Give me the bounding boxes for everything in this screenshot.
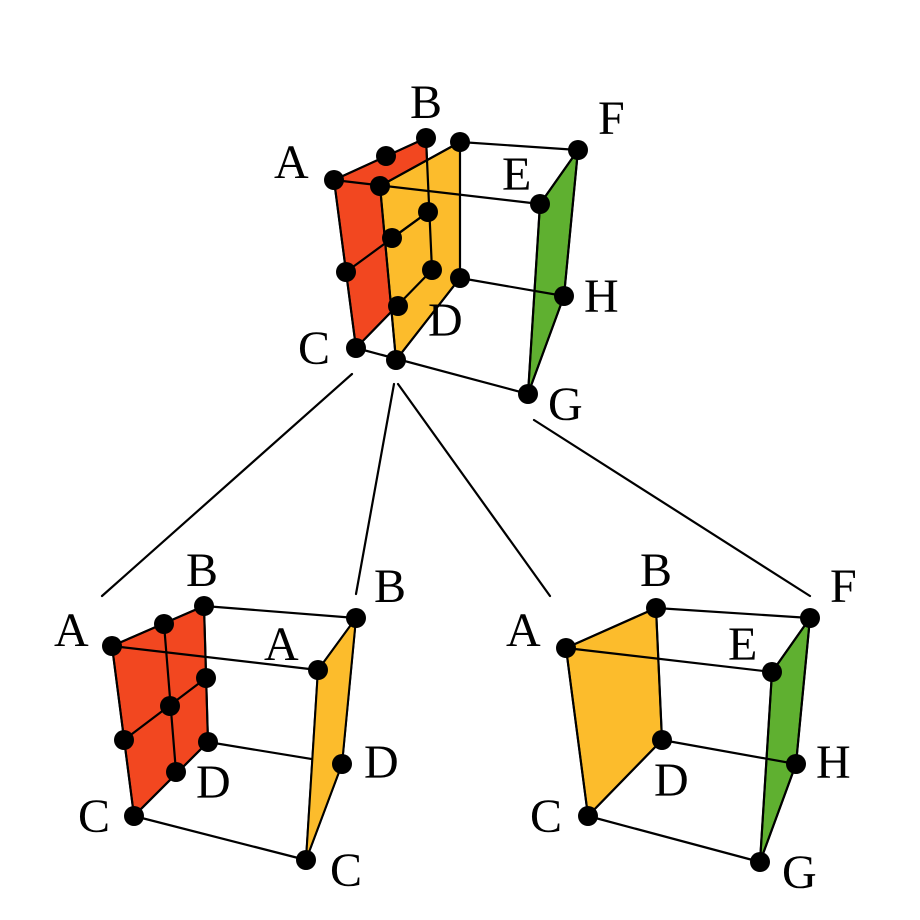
vertex bbox=[346, 338, 366, 358]
bottom-left-cube: A B C D B A D C bbox=[54, 544, 406, 897]
vertex bbox=[386, 350, 406, 370]
label-f: F bbox=[830, 560, 857, 613]
vertex bbox=[422, 260, 442, 280]
label-b: B bbox=[374, 560, 406, 613]
label-c: C bbox=[298, 322, 330, 375]
top-cube: A B C D E F G H bbox=[274, 76, 625, 431]
vertex bbox=[196, 668, 216, 688]
vertex bbox=[450, 268, 470, 288]
vertex bbox=[416, 128, 436, 148]
connector-lines bbox=[100, 372, 812, 598]
top-vertices bbox=[324, 128, 588, 404]
vertex bbox=[786, 754, 806, 774]
label-d: D bbox=[428, 294, 463, 347]
vertex bbox=[578, 806, 598, 826]
bottom-right-labels: A B C D E F G H bbox=[506, 544, 857, 899]
vertex bbox=[160, 696, 180, 716]
vertex bbox=[530, 194, 550, 214]
label-d: D bbox=[364, 736, 399, 789]
vertex bbox=[388, 296, 408, 316]
bottom-left-red-face bbox=[110, 604, 210, 819]
vertex bbox=[198, 732, 218, 752]
label-c: C bbox=[530, 790, 562, 843]
vertex bbox=[114, 730, 134, 750]
label-e: E bbox=[502, 148, 531, 201]
vertex bbox=[194, 596, 214, 616]
vertex bbox=[370, 176, 390, 196]
vertex bbox=[154, 614, 174, 634]
vertex bbox=[652, 730, 672, 750]
vertex bbox=[646, 598, 666, 618]
connector-to-right-b bbox=[532, 418, 812, 598]
vertex bbox=[376, 146, 396, 166]
label-d: D bbox=[196, 756, 231, 809]
label-a: A bbox=[274, 136, 309, 189]
vertex bbox=[762, 662, 782, 682]
label-d: D bbox=[654, 754, 689, 807]
vertex bbox=[568, 140, 588, 160]
label-b: B bbox=[410, 76, 442, 129]
bottom-right-cube: A B C D E F G H bbox=[506, 544, 857, 899]
bottom-middle-orange-face bbox=[305, 614, 358, 861]
label-b: B bbox=[640, 544, 672, 597]
label-a: A bbox=[506, 604, 541, 657]
bottom-left-vertices bbox=[102, 596, 366, 870]
vertex bbox=[518, 384, 538, 404]
vertex bbox=[554, 286, 574, 306]
vertex bbox=[346, 608, 366, 628]
vertex bbox=[124, 806, 144, 826]
vertex bbox=[450, 132, 470, 152]
vertex bbox=[308, 660, 328, 680]
bottom-middle-labels: B A D C bbox=[264, 560, 406, 897]
label-c: C bbox=[330, 844, 362, 897]
vertex bbox=[556, 638, 576, 658]
vertex bbox=[324, 170, 344, 190]
label-h: H bbox=[816, 736, 851, 789]
label-h: H bbox=[584, 270, 619, 323]
bottom-right-vertices bbox=[556, 598, 820, 872]
label-g: G bbox=[782, 846, 817, 899]
vertex bbox=[750, 852, 770, 872]
label-a: A bbox=[54, 604, 89, 657]
label-g: G bbox=[548, 378, 583, 431]
bottom-right-edges bbox=[564, 606, 812, 864]
vertex bbox=[332, 754, 352, 774]
vertex bbox=[418, 202, 438, 222]
label-e: E bbox=[728, 618, 757, 671]
vertex bbox=[166, 762, 186, 782]
bottom-left-labels: A B C D bbox=[54, 544, 231, 843]
vertex bbox=[800, 608, 820, 628]
vertex bbox=[102, 636, 122, 656]
vertex bbox=[296, 850, 316, 870]
label-c: C bbox=[78, 790, 110, 843]
vertex bbox=[382, 228, 402, 248]
label-a: A bbox=[264, 618, 299, 671]
connector-to-left bbox=[100, 372, 354, 598]
top-labels: A B C D E F G H bbox=[274, 76, 625, 431]
connector-to-middle bbox=[354, 382, 396, 596]
bottom-right-orange-face bbox=[564, 606, 664, 819]
label-f: F bbox=[598, 92, 625, 145]
label-b: B bbox=[186, 544, 218, 597]
connector-to-right-a bbox=[396, 382, 552, 598]
vertex bbox=[336, 262, 356, 282]
